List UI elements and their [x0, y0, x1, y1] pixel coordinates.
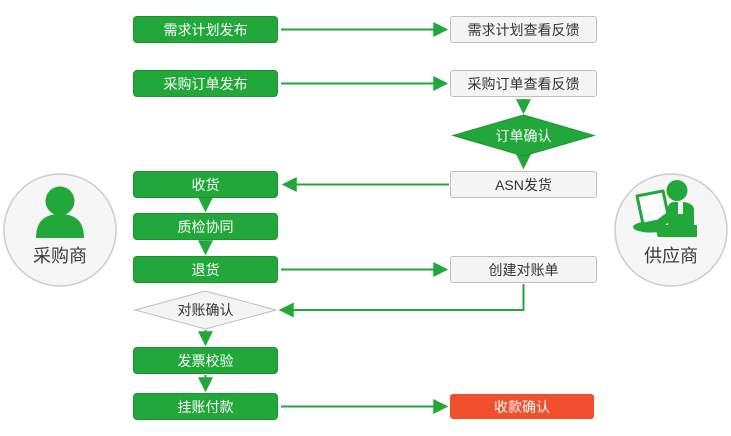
- node-purchase-order-publish: 采购订单发布: [133, 70, 278, 97]
- node-create-statement: 创建对账单: [450, 256, 597, 283]
- node-payment-on-account: 挂账付款: [133, 393, 278, 420]
- node-purchase-order-feedback: 采购订单查看反馈: [450, 70, 597, 97]
- order-confirm-diamond: [451, 114, 596, 157]
- person-with-laptop-icon: [633, 180, 697, 237]
- node-payment-confirm: 收款确认: [450, 394, 594, 419]
- person-bust-icon: [36, 186, 84, 238]
- connector-statement-to-reconciliation: [278, 284, 525, 318]
- order-confirm-label: 订单确认: [495, 128, 552, 144]
- node-demand-plan-feedback: 需求计划查看反馈: [450, 16, 597, 43]
- node-return-goods: 退货: [133, 256, 278, 283]
- reconciliation-confirm-diamond: [133, 290, 278, 330]
- supplier-label: 供应商: [644, 246, 698, 266]
- node-invoice-verification: 发票校验: [133, 347, 278, 374]
- reconciliation-confirm-label: 对账确认: [177, 302, 234, 318]
- node-demand-plan-publish: 需求计划发布: [133, 16, 278, 43]
- node-asn-ship: ASN发货: [450, 171, 597, 198]
- node-quality-inspection: 质检协同: [133, 213, 278, 240]
- node-receive-goods: 收货: [133, 171, 278, 198]
- buyer-label: 采购商: [33, 246, 87, 266]
